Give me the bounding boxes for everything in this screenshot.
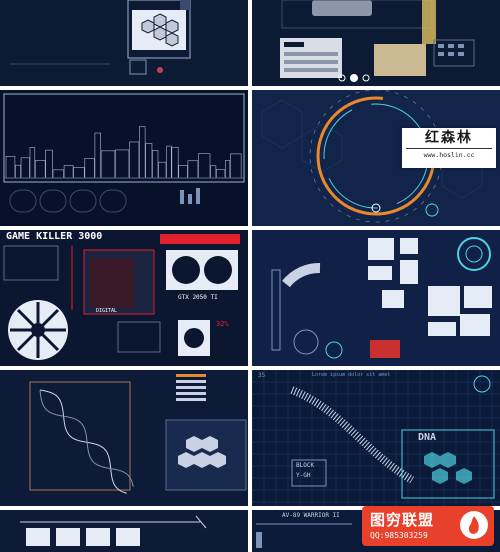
readout-label: 35: [258, 372, 266, 379]
brand-badge: 图穷联盟 QQ:985303259: [362, 506, 494, 546]
watermark-box: 红森林 www.hoslin.cc: [402, 128, 496, 168]
block-label-2: Y-GH: [296, 472, 311, 479]
hud-chart-graphic: [0, 0, 248, 86]
tile-folders: [0, 510, 248, 552]
brand-logo-icon: [460, 511, 488, 539]
tile-dna-hud: DNA BLOCK Y-GH 35 Lorem ipsum dolor sit …: [252, 370, 500, 506]
warrior-label: AV-89 WARRIOR II: [282, 512, 340, 519]
brand-name: 图穷联盟: [370, 511, 435, 529]
folders-graphic: [0, 510, 248, 552]
tile-city-blocks: [252, 230, 500, 366]
tile-game-killer: GAME KILLER 3000 GTX 2050 TI DIGITAL 32%: [0, 230, 248, 366]
tile-wireframe-city: [0, 90, 248, 226]
dna-hud-graphic: [252, 370, 500, 506]
case-label: DIGITAL: [96, 308, 118, 314]
dna-label: DNA: [418, 432, 437, 443]
wireframe-city-graphic: [0, 90, 248, 226]
device-panel-graphic: [252, 0, 500, 86]
gpu-model-label: GTX 2050 TI: [178, 294, 218, 301]
city-blocks-graphic: [252, 230, 500, 366]
watermark-url: www.hoslin.cc: [406, 148, 492, 161]
brand-qq: QQ:985303259: [370, 531, 428, 540]
percent-label: 32%: [216, 320, 229, 328]
tile-orange-ring: [252, 90, 500, 226]
small-text: Lorem ipsum dolor sit amet: [312, 372, 391, 378]
block-label-1: BLOCK: [296, 462, 315, 469]
tile-dna-white: [0, 370, 248, 506]
game-killer-graphic: [0, 230, 248, 366]
tile-device-panel: [252, 0, 500, 86]
tile-hud-chart: [0, 0, 248, 86]
game-title: GAME KILLER 3000: [6, 231, 103, 242]
watermark-title: 红森林: [425, 130, 473, 146]
dna-white-graphic: [0, 370, 248, 506]
